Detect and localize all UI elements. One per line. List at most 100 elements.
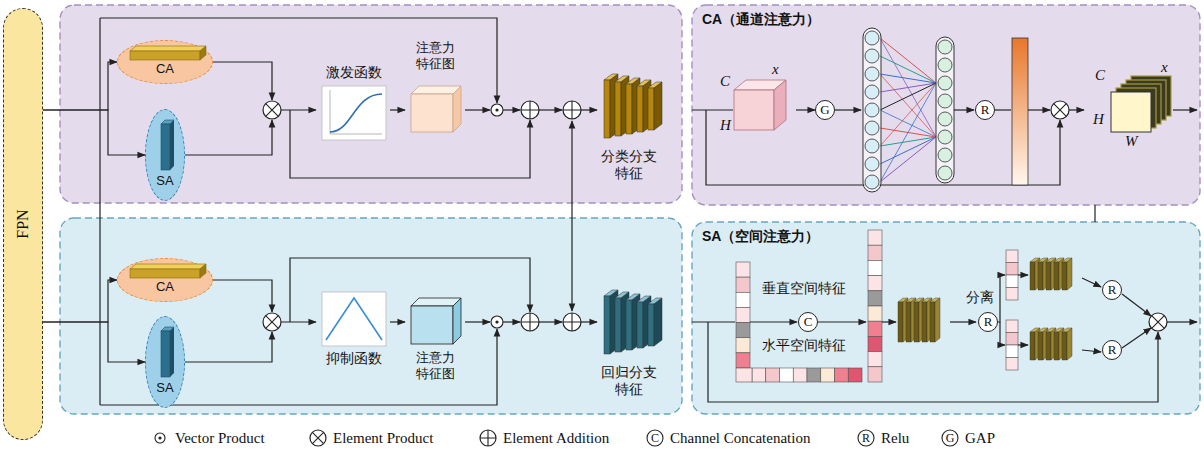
drawing-rect — [906, 302, 911, 342]
drawing-path — [581, 321, 597, 322]
legend-text: Element Product — [333, 430, 433, 447]
drawing-rect — [1111, 92, 1151, 132]
drawing-polygon — [130, 264, 206, 269]
input-cube-text: C — [720, 72, 730, 90]
drawing-rect — [766, 368, 780, 382]
feature-stack: 回归分支 特征 — [596, 288, 676, 408]
legend-item: Channel Concatenation — [645, 428, 810, 448]
drawing-path — [281, 109, 316, 110]
drawing-path — [880, 83, 936, 182]
annotation-label: 分离 — [966, 289, 994, 306]
drawing-rect — [936, 37, 954, 183]
drawing-path — [1028, 109, 1050, 110]
drawing-rect — [615, 82, 621, 136]
drawing-path — [571, 121, 572, 311]
drawing-path — [1082, 350, 1101, 352]
drawing-path — [1122, 328, 1151, 348]
drawing-path — [880, 56, 936, 83]
legend-text: GAP — [965, 430, 995, 447]
drawing-polygon — [411, 86, 461, 94]
drawing-path — [1069, 109, 1084, 110]
legend-symbol — [150, 428, 170, 448]
drawing-path — [880, 83, 936, 146]
drawing-circle — [647, 430, 663, 446]
drawing-rect — [752, 368, 766, 382]
drawing-path — [818, 321, 866, 322]
drawing-path — [835, 109, 861, 110]
drawing-circle — [865, 67, 879, 81]
spatial-attention-panel-text: SA（空间注意力） — [702, 228, 819, 245]
suppression-plot: 抑制函数 — [318, 292, 390, 370]
drawing-path — [503, 109, 520, 110]
connector — [43, 280, 117, 322]
legend-symbol-letter: C — [647, 428, 663, 448]
drawing-path — [539, 109, 562, 110]
drawing-circle — [521, 313, 539, 331]
drawing-circle — [563, 101, 581, 119]
drawing-path — [99, 18, 100, 405]
drawing-rect — [1046, 262, 1051, 290]
drawing-polygon — [654, 82, 662, 130]
drawing-rect — [736, 307, 750, 322]
legend-text: Element Addition — [503, 430, 609, 447]
drawing-circle — [865, 85, 879, 99]
drawing-circle — [858, 430, 874, 446]
drawing-rect — [835, 368, 849, 382]
drawing-path — [185, 332, 272, 362]
drawing-path — [880, 74, 936, 83]
drawing-rect — [736, 368, 752, 382]
drawing-polygon — [453, 298, 461, 344]
concat-circle-text: C — [799, 313, 817, 331]
fpn-band: FPN — [3, 8, 43, 440]
drawing-path — [563, 101, 581, 119]
drawing-circle — [263, 313, 281, 331]
legend-text: Vector Product — [175, 430, 265, 447]
drawing-circle — [865, 31, 879, 45]
legend-symbol — [478, 428, 498, 448]
drawing-path — [1000, 322, 1005, 345]
drawing-rect — [868, 291, 882, 306]
fpn-band-text: FPN — [13, 209, 32, 238]
gap-circle-text: G — [816, 101, 834, 119]
drawing-path — [581, 109, 597, 110]
drawing-polygon — [411, 298, 461, 306]
input-cube: CxH — [712, 66, 796, 136]
drawing-path — [563, 313, 581, 331]
drawing-rect — [130, 269, 200, 278]
drawing-rect — [1038, 262, 1043, 290]
drawing-polygon — [453, 86, 461, 132]
drawing-circle — [521, 101, 539, 119]
drawing-rect — [626, 84, 632, 134]
drawing-rect — [161, 331, 170, 377]
drawing-polygon — [200, 46, 206, 60]
drawing-path — [185, 120, 272, 155]
drawing-circle — [155, 433, 165, 443]
drawing-rect — [604, 296, 610, 354]
drawing-path — [539, 321, 562, 322]
drawing-rect — [793, 368, 807, 382]
relu-circle-text: R — [1103, 281, 1121, 299]
drawing-rect — [863, 28, 881, 192]
drawing-path — [1054, 104, 1067, 117]
drawing-rect — [736, 338, 750, 353]
drawing-rect — [868, 260, 882, 275]
channel-attention-ellipse: CA — [117, 258, 213, 302]
drawing-rect — [1006, 358, 1018, 371]
spatial-attention-panel: SA（空间注意力）CRRR — [692, 222, 1200, 414]
drawing-rect — [1012, 38, 1028, 185]
drawing-path — [503, 321, 520, 322]
drawing-rect — [637, 86, 643, 132]
spatial-attention-ellipse-shape — [146, 317, 186, 409]
drawing-rect — [807, 368, 821, 382]
drawing-rect — [1054, 332, 1059, 360]
legend-item: Vector Product — [150, 428, 265, 448]
activation-plot: 激发函数 — [318, 64, 390, 142]
drawing-rect — [736, 353, 750, 368]
connector — [390, 321, 405, 322]
output-cube-text: W — [1125, 132, 1138, 150]
concat-circle: C — [798, 312, 818, 332]
drawing-rect — [1006, 320, 1018, 333]
drawing-path — [465, 321, 490, 322]
drawing-path — [266, 316, 279, 329]
drawing-rect — [130, 51, 200, 60]
